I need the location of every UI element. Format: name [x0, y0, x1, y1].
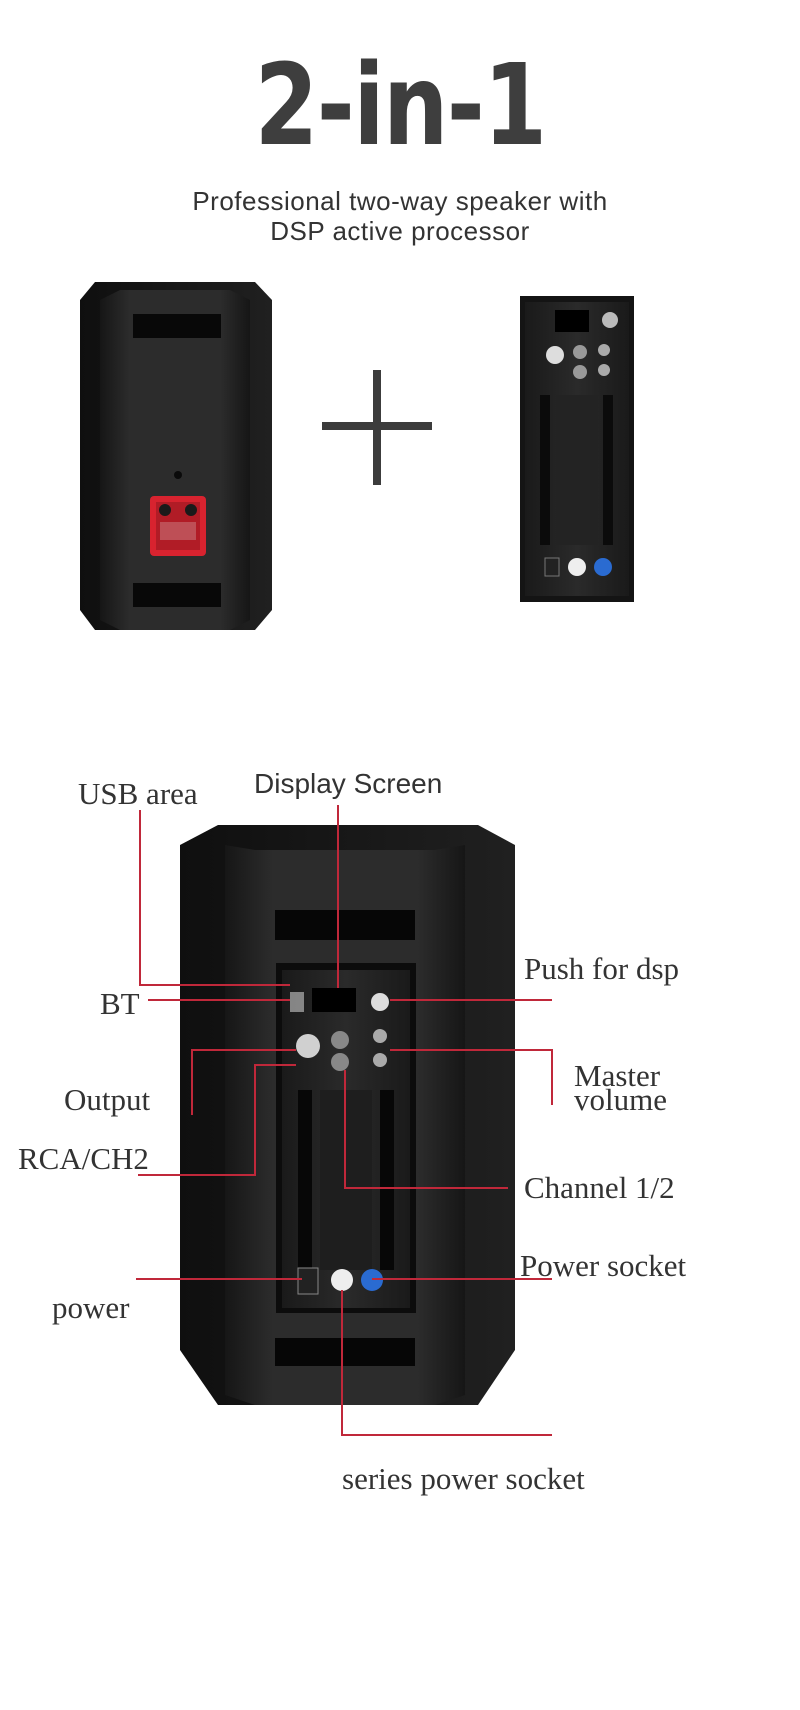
power-switch: [297, 1267, 319, 1295]
output-xlr: [296, 1034, 320, 1058]
callout-series-power-socket: series power socket: [342, 1461, 585, 1496]
callout-master-volume-line-1: Master: [574, 1058, 661, 1093]
page-subtitle: Professional two-way speaker with DSP ac…: [0, 186, 800, 246]
speaker-back-small: [80, 282, 272, 630]
callout-rca-ch2: RCA/CH2: [18, 1141, 149, 1176]
callout-channel-1-2: Channel 1/2: [524, 1170, 675, 1205]
plus-icon: [322, 370, 432, 485]
callout-power: power: [52, 1290, 130, 1325]
callout-display-screen: Display Screen: [254, 768, 443, 799]
series-power-socket: [331, 1269, 353, 1291]
page-title: 2-in-1: [254, 41, 547, 171]
usb-port: [290, 992, 304, 1012]
callout-push-for-dsp: Push for dsp: [524, 951, 680, 986]
callout-bt: BT: [100, 986, 140, 1021]
callout-master-volume: Master volume: [574, 1058, 667, 1117]
dsp-knob: [371, 993, 389, 1011]
callout-power-socket: Power socket: [520, 1248, 687, 1283]
subtitle-line-1: Professional two-way speaker with: [192, 186, 608, 216]
dsp-module-small: [520, 296, 634, 602]
leader-lines: [136, 805, 553, 1436]
callout-output: Output: [64, 1082, 151, 1117]
callout-usb-area: USB area: [78, 776, 198, 811]
display-screen: [312, 988, 356, 1012]
speaker-back-large: [180, 825, 515, 1405]
callout-master-volume-line-2: volume: [574, 1082, 667, 1117]
master-volume-knob: [373, 1029, 387, 1043]
subtitle-line-2: DSP active processor: [270, 216, 530, 246]
